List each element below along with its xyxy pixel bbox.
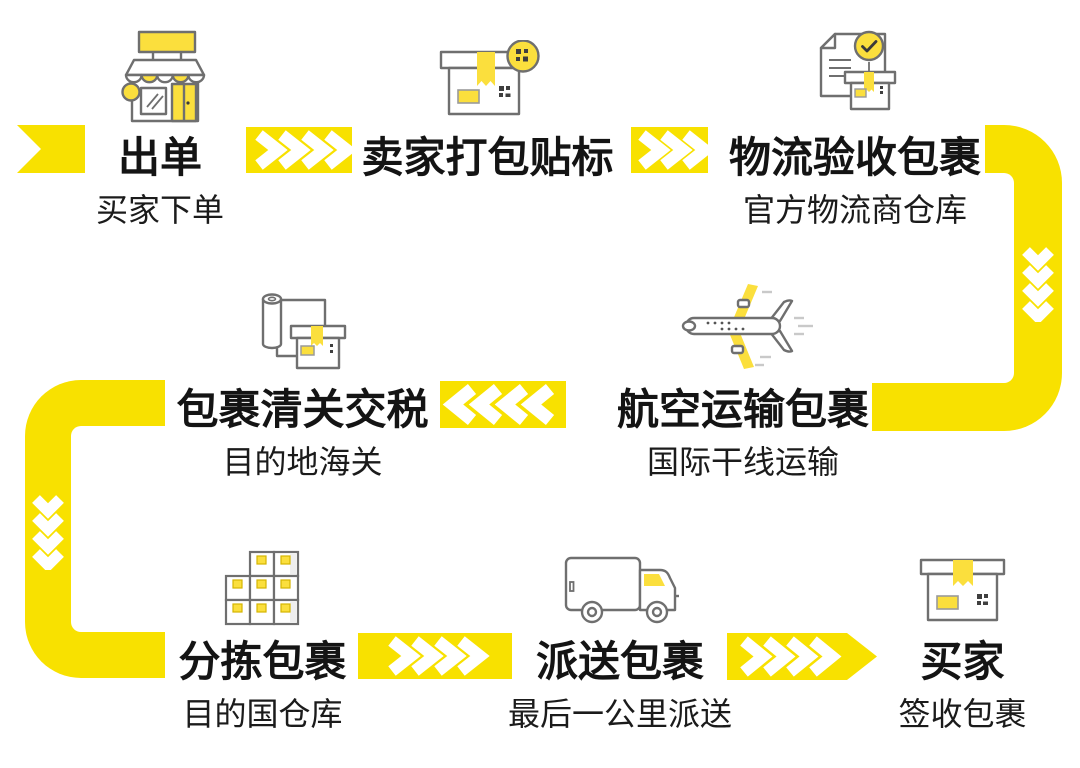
arrow-left-icon [440, 381, 566, 428]
connector-right-curve-mask [872, 125, 985, 173]
start-flag-icon [17, 125, 85, 173]
step-title: 分拣包裹 [178, 638, 347, 685]
package-received-icon [919, 558, 1006, 622]
arrow-right-2-icon [631, 127, 708, 173]
step-title: 买家 [920, 638, 1005, 685]
step-subtitle: 签收包裹 [898, 696, 1027, 733]
storefront-icon [120, 30, 205, 123]
step-buyer: 买家 签收包裹 [870, 548, 1055, 734]
step-subtitle: 最后一公里派送 [507, 696, 732, 733]
step-title: 出单 [117, 134, 202, 181]
step-deliver: 派送包裹 最后一公里派送 [495, 548, 745, 734]
sorting-boxes-icon [224, 550, 299, 626]
step-pack: 卖家打包贴标 [360, 22, 615, 190]
package-label-icon [439, 40, 540, 116]
delivery-truck-icon [564, 556, 679, 624]
step-title: 物流验收包裹 [728, 134, 981, 181]
connector-left-curve [25, 380, 165, 678]
step-sort: 分拣包裹 目的国仓库 [150, 548, 375, 734]
step-title: 卖家打包贴标 [361, 134, 614, 181]
step-title: 派送包裹 [535, 638, 704, 685]
step-subtitle: 目的地海关 [222, 444, 383, 481]
arrow-right-1-icon [246, 127, 352, 173]
document-check-icon [819, 30, 897, 111]
chevrons-down-left-icon [32, 495, 64, 570]
step-receive: 物流验收包裹 官方物流商仓库 [725, 22, 985, 230]
step-title: 航空运输包裹 [616, 386, 869, 433]
step-subtitle: 目的国仓库 [182, 696, 343, 733]
step-subtitle: 国际干线运输 [646, 444, 839, 481]
airplane-icon [681, 284, 813, 369]
chevrons-down-right-icon [1022, 247, 1054, 322]
step-subtitle: 买家下单 [95, 192, 224, 229]
arrow-right-3-icon [358, 633, 512, 679]
step-title: 包裹清关交税 [176, 386, 429, 433]
step-subtitle: 官方物流商仓库 [742, 192, 967, 229]
arrow-right-tip-icon [727, 633, 877, 680]
customs-roll-icon [261, 293, 347, 370]
step-order: 出单 买家下单 [55, 22, 265, 230]
step-customs: 包裹清关交税 目的地海关 [175, 276, 430, 482]
step-air: 航空运输包裹 国际干线运输 [612, 276, 874, 482]
